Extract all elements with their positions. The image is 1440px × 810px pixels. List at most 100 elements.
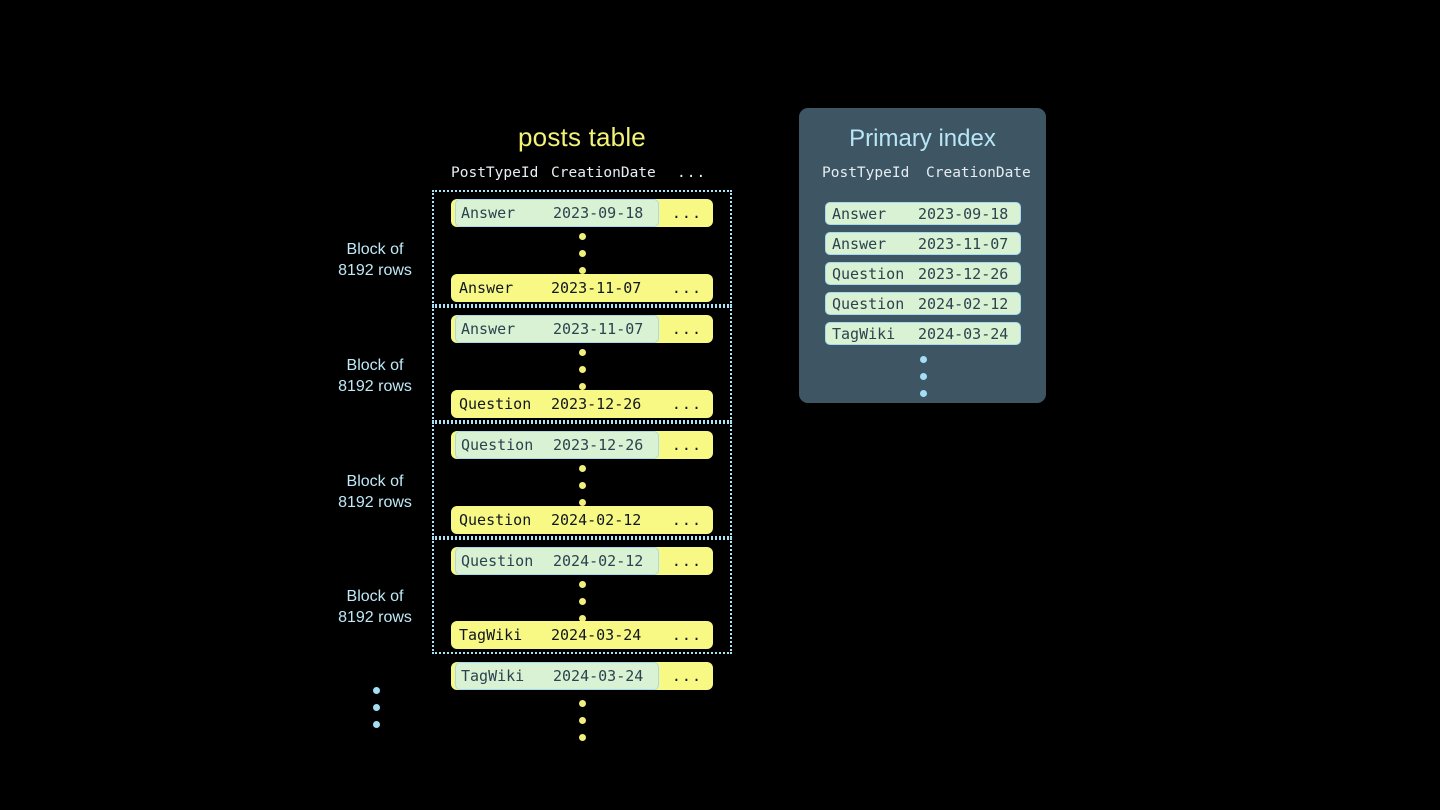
dot bbox=[578, 233, 586, 240]
cell-creationdate: 2024-02-12 bbox=[551, 511, 642, 529]
table-row[interactable]: Question 2023-12-26 ... bbox=[451, 390, 713, 418]
key-cell: Question 2024-02-12 bbox=[451, 506, 649, 534]
block-outline-3 bbox=[432, 422, 732, 538]
dot bbox=[578, 717, 586, 724]
dot bbox=[578, 482, 586, 489]
cell-creationdate: 2023-12-26 bbox=[553, 436, 644, 454]
table-row[interactable]: TagWiki 2024-03-24 ... bbox=[451, 662, 713, 690]
table-row[interactable]: Answer 2023-11-07 ... bbox=[451, 315, 713, 343]
highlighted-key-cell: TagWiki 2024-03-24 bbox=[455, 662, 659, 690]
index-cell-creationdate: 2024-03-24 bbox=[918, 324, 1009, 343]
dot bbox=[578, 250, 586, 257]
index-cell-posttypeid: Question bbox=[832, 294, 905, 313]
table-row[interactable]: Question 2023-12-26 ... bbox=[451, 431, 713, 459]
dot bbox=[578, 383, 586, 390]
key-cell: Question 2023-12-26 bbox=[451, 390, 649, 418]
cell-creationdate: 2023-09-18 bbox=[553, 204, 644, 222]
cell-creationdate: 2023-11-07 bbox=[551, 279, 642, 297]
dot bbox=[919, 390, 927, 397]
index-row[interactable]: TagWiki 2024-03-24 bbox=[825, 322, 1021, 345]
dot bbox=[578, 581, 586, 588]
block-label-3: Block of 8192 rows bbox=[300, 471, 450, 513]
column-header-posttypeid: PostTypeId bbox=[451, 165, 539, 181]
cell-more: ... bbox=[671, 667, 702, 685]
block-label-2-line2: 8192 rows bbox=[338, 378, 412, 395]
dot bbox=[578, 734, 586, 741]
cell-posttypeid: Question bbox=[459, 395, 532, 413]
highlighted-key-cell: Answer 2023-11-07 bbox=[455, 315, 659, 343]
dot bbox=[578, 465, 586, 472]
cell-more: ... bbox=[671, 320, 702, 338]
index-cell-creationdate: 2023-12-26 bbox=[918, 264, 1009, 283]
block-label-4: Block of 8192 rows bbox=[300, 586, 450, 628]
cell-posttypeid: Answer bbox=[459, 279, 514, 297]
cell-posttypeid: TagWiki bbox=[459, 626, 523, 644]
block-label-4-line2: 8192 rows bbox=[338, 609, 412, 626]
block-label-4-line1: Block of bbox=[346, 588, 404, 605]
highlighted-key-cell: Answer 2023-09-18 bbox=[455, 199, 659, 227]
cell-creationdate: 2024-03-24 bbox=[553, 667, 644, 685]
cell-posttypeid: Answer bbox=[461, 320, 516, 338]
highlighted-key-cell: Question 2023-12-26 bbox=[455, 431, 659, 459]
block-outline-1 bbox=[432, 190, 732, 306]
table-row[interactable]: Question 2024-02-12 ... bbox=[451, 547, 713, 575]
index-cell-creationdate: 2023-09-18 bbox=[918, 204, 1009, 223]
dot bbox=[372, 721, 380, 728]
dot bbox=[578, 598, 586, 605]
cell-posttypeid: Answer bbox=[461, 204, 516, 222]
index-column-header-creationdate: CreationDate bbox=[926, 165, 1031, 181]
column-header-creationdate: CreationDate bbox=[551, 165, 656, 181]
dot bbox=[578, 349, 586, 356]
cell-more: ... bbox=[671, 436, 702, 454]
cell-creationdate: 2023-11-07 bbox=[553, 320, 644, 338]
index-column-header-posttypeid: PostTypeId bbox=[822, 165, 910, 181]
index-row[interactable]: Question 2024-02-12 bbox=[825, 292, 1021, 315]
cell-more: ... bbox=[671, 279, 702, 297]
index-cell-creationdate: 2023-11-07 bbox=[918, 234, 1009, 253]
block-outline-4 bbox=[432, 538, 732, 654]
dot bbox=[578, 366, 586, 373]
index-cell-posttypeid: Answer bbox=[832, 204, 887, 223]
cell-creationdate: 2023-12-26 bbox=[551, 395, 642, 413]
block-label-1-line1: Block of bbox=[346, 241, 404, 258]
row-ellipsis-dots bbox=[575, 233, 589, 274]
table-row[interactable]: Answer 2023-09-18 ... bbox=[451, 199, 713, 227]
block-label-1-line2: 8192 rows bbox=[338, 262, 412, 279]
index-cell-posttypeid: Question bbox=[832, 264, 905, 283]
table-row[interactable]: TagWiki 2024-03-24 ... bbox=[451, 621, 713, 649]
key-cell: TagWiki 2024-03-24 bbox=[451, 621, 649, 649]
dot bbox=[578, 700, 586, 707]
cell-posttypeid: Question bbox=[461, 436, 534, 454]
table-row[interactable]: Answer 2023-11-07 ... bbox=[451, 274, 713, 302]
cell-creationdate: 2024-03-24 bbox=[551, 626, 642, 644]
highlighted-key-cell: Question 2024-02-12 bbox=[455, 547, 659, 575]
table-row[interactable]: Question 2024-02-12 ... bbox=[451, 506, 713, 534]
cell-more: ... bbox=[671, 395, 702, 413]
column-header-more: ... bbox=[677, 165, 707, 181]
block-label-3-line2: 8192 rows bbox=[338, 494, 412, 511]
cell-posttypeid: Question bbox=[459, 511, 532, 529]
primary-index-panel: Primary index PostTypeId CreationDate An… bbox=[799, 108, 1046, 403]
index-row[interactable]: Question 2023-12-26 bbox=[825, 262, 1021, 285]
index-row[interactable]: Answer 2023-11-07 bbox=[825, 232, 1021, 255]
cell-more: ... bbox=[671, 552, 702, 570]
index-cell-creationdate: 2024-02-12 bbox=[918, 294, 1009, 313]
dot bbox=[578, 615, 586, 622]
table-ellipsis-dots bbox=[575, 700, 589, 741]
index-row[interactable]: Answer 2023-09-18 bbox=[825, 202, 1021, 225]
posts-table-title: posts table bbox=[518, 122, 646, 152]
cell-more: ... bbox=[671, 204, 702, 222]
block-label-2-line1: Block of bbox=[346, 357, 404, 374]
dot bbox=[372, 687, 380, 694]
cell-creationdate: 2024-02-12 bbox=[553, 552, 644, 570]
primary-index-column-headers: PostTypeId CreationDate bbox=[799, 165, 1046, 185]
cell-posttypeid: TagWiki bbox=[461, 667, 525, 685]
block-outline-2 bbox=[432, 306, 732, 422]
posts-table-column-headers: PostTypeId CreationDate ... bbox=[432, 165, 732, 185]
row-ellipsis-dots bbox=[575, 581, 589, 622]
blocks-ellipsis-dots bbox=[369, 687, 383, 728]
dot bbox=[372, 704, 380, 711]
dot bbox=[578, 267, 586, 274]
key-cell: Answer 2023-11-07 bbox=[451, 274, 649, 302]
